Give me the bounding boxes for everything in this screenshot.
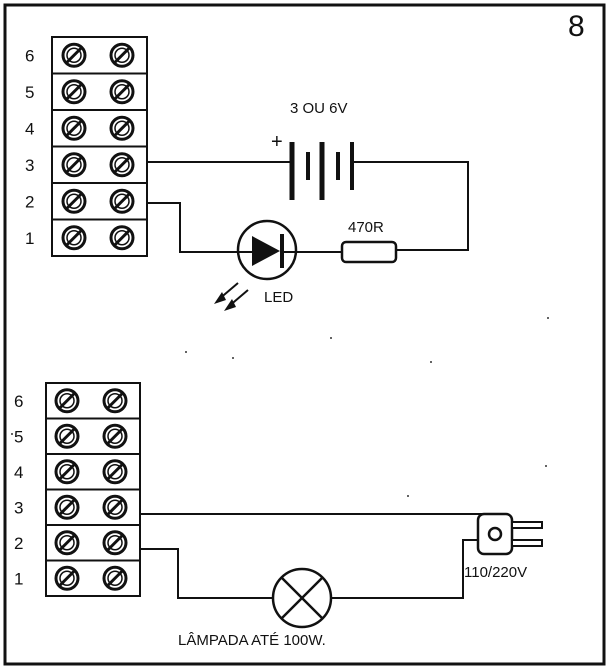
- bottom-terminal-number: 2: [14, 534, 23, 553]
- top-screw-icon: [109, 152, 135, 178]
- bottom-screw-icon: [54, 530, 80, 556]
- bottom-screw-icon: [102, 565, 128, 591]
- resistor-symbol: [340, 240, 398, 264]
- top-screw-icon: [61, 115, 87, 141]
- bottom-terminal-strip: [45, 382, 141, 597]
- battery-symbol: [289, 142, 354, 200]
- bottom-wire-terminal2-lamp: [140, 548, 273, 599]
- bottom-terminal-number: 5: [14, 427, 23, 446]
- top-screw-icon: [109, 115, 135, 141]
- bottom-screw-icon: [54, 494, 80, 520]
- top-terminal-number: 1: [25, 229, 34, 248]
- led-label: LED: [264, 289, 293, 306]
- top-terminal-strip: [51, 36, 148, 257]
- battery-plus-sign: +: [271, 131, 283, 153]
- top-screw-icon: [109, 79, 135, 105]
- bottom-terminal-number: 4: [14, 463, 23, 482]
- bottom-screw-icon: [54, 459, 80, 485]
- top-terminal-number: 3: [25, 156, 34, 175]
- top-terminal-number: 5: [25, 83, 34, 102]
- top-wire-terminal2-led: [147, 202, 238, 253]
- battery-label: 3 OU 6V: [290, 100, 348, 117]
- top-screw-icon: [61, 42, 87, 68]
- plug-symbol: [476, 512, 543, 556]
- bottom-screw-icon: [102, 388, 128, 414]
- top-screw-icon: [109, 225, 135, 251]
- bottom-screw-icon: [102, 423, 128, 449]
- led-light-arrows: [214, 282, 249, 311]
- plug-voltage-label: 110/220V: [464, 564, 527, 581]
- lamp-symbol: [271, 567, 333, 629]
- top-screw-icon: [61, 152, 87, 178]
- bottom-wire-lamp-plug: [331, 539, 478, 599]
- bottom-screw-icon: [102, 530, 128, 556]
- top-screw-icon: [61, 225, 87, 251]
- top-terminal-number: 6: [25, 46, 34, 65]
- top-screw-icon: [61, 188, 87, 214]
- figure-frame: [3, 3, 606, 666]
- top-wire-battery-resistor: [352, 161, 469, 251]
- top-screw-icon: [109, 42, 135, 68]
- bottom-terminal-labels: 6 5 4 3 2 1: [14, 392, 23, 589]
- lamp-label: LÂMPADA ATÉ 100W.: [178, 632, 326, 649]
- resistor-label: 470R: [348, 219, 384, 236]
- bottom-screw-icon: [54, 565, 80, 591]
- bottom-terminal-number: 1: [14, 569, 23, 588]
- bottom-wire-terminal3-plug: [140, 513, 487, 516]
- bottom-screw-icon: [54, 423, 80, 449]
- bottom-terminal-number: 6: [14, 392, 23, 411]
- print-speckles: [11, 317, 549, 497]
- top-terminal-number: 2: [25, 192, 34, 211]
- bottom-screw-icon: [54, 388, 80, 414]
- led-symbol: [236, 219, 298, 281]
- top-screw-icon: [109, 188, 135, 214]
- top-terminal-number: 4: [25, 119, 34, 138]
- bottom-terminal-number: 3: [14, 498, 23, 517]
- top-screw-icon: [61, 79, 87, 105]
- bottom-screw-icon: [102, 494, 128, 520]
- bottom-screw-icon: [102, 459, 128, 485]
- top-terminal-labels: 6 5 4 3 2 1: [25, 46, 34, 248]
- figure-number: 8: [568, 10, 585, 43]
